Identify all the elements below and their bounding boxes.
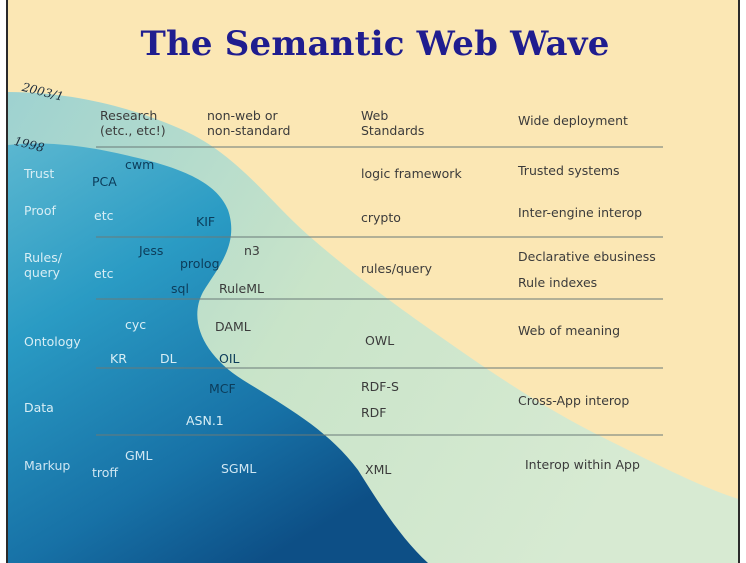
item-oil: OIL <box>219 351 240 366</box>
slide-title: The Semantic Web Wave <box>140 24 610 64</box>
row-label-trust: Trust <box>24 166 55 181</box>
wave-1998 <box>8 143 428 563</box>
wave-background <box>8 92 738 563</box>
deploy-rule-indexes: Rule indexes <box>518 275 598 290</box>
item-dl: DL <box>160 351 177 366</box>
item-cyc: cyc <box>125 317 147 332</box>
row-label-query: query <box>24 265 61 280</box>
item-asn1: ASN.1 <box>186 413 224 428</box>
item-ruleml: RuleML <box>219 281 264 296</box>
row-label-ontology: Ontology <box>24 334 81 349</box>
web-logic-framework: logic framework <box>361 166 462 181</box>
item-sql: sql <box>171 281 189 296</box>
item-kr: KR <box>110 351 127 366</box>
header-nonweb-sub: non-standard <box>207 123 291 138</box>
web-rdf: RDF <box>361 405 387 420</box>
web-xml: XML <box>365 462 392 477</box>
item-troff: troff <box>92 465 119 480</box>
item-gml: GML <box>125 448 153 463</box>
item-sgml: SGML <box>221 461 257 476</box>
item-daml: DAML <box>215 319 251 334</box>
item-jess: Jess <box>139 243 164 258</box>
item-kif: KIF <box>196 214 216 229</box>
deploy-inter-engine: Inter-engine interop <box>518 205 643 220</box>
header-research: Research <box>100 108 158 123</box>
item-cwm: cwm <box>125 157 155 172</box>
slide: The Semantic Web Wave 2003/1 1998 Resear… <box>6 0 740 563</box>
row-label-rules: Rules/ <box>24 250 62 265</box>
row-label-proof: Proof <box>24 203 56 218</box>
row-label-data: Data <box>24 400 54 415</box>
header-nonweb: non-web or <box>207 108 278 123</box>
deploy-interop-within-app: Interop within App <box>525 457 640 472</box>
deploy-cross-app: Cross-App interop <box>518 393 630 408</box>
header-web: Web <box>361 108 389 123</box>
web-rules-query: rules/query <box>361 261 433 276</box>
item-etc-proof: etc <box>94 208 114 223</box>
item-prolog: prolog <box>180 256 220 271</box>
item-etc-rules: etc <box>94 266 114 281</box>
web-owl: OWL <box>365 333 395 348</box>
header-web-sub: Standards <box>361 123 425 138</box>
deploy-trusted-systems: Trusted systems <box>518 163 620 178</box>
row-label-markup: Markup <box>24 458 71 473</box>
web-crypto: crypto <box>361 210 401 225</box>
deploy-web-of-meaning: Web of meaning <box>518 323 621 338</box>
header-deployment: Wide deployment <box>518 113 628 128</box>
web-rdf-s: RDF-S <box>361 379 399 394</box>
item-pca: PCA <box>92 174 117 189</box>
header-research-sub: (etc., etc!) <box>100 123 166 138</box>
item-mcf: MCF <box>209 381 236 396</box>
deploy-declarative-ebusiness: Declarative ebusiness <box>518 249 656 264</box>
item-n3: n3 <box>244 243 260 258</box>
